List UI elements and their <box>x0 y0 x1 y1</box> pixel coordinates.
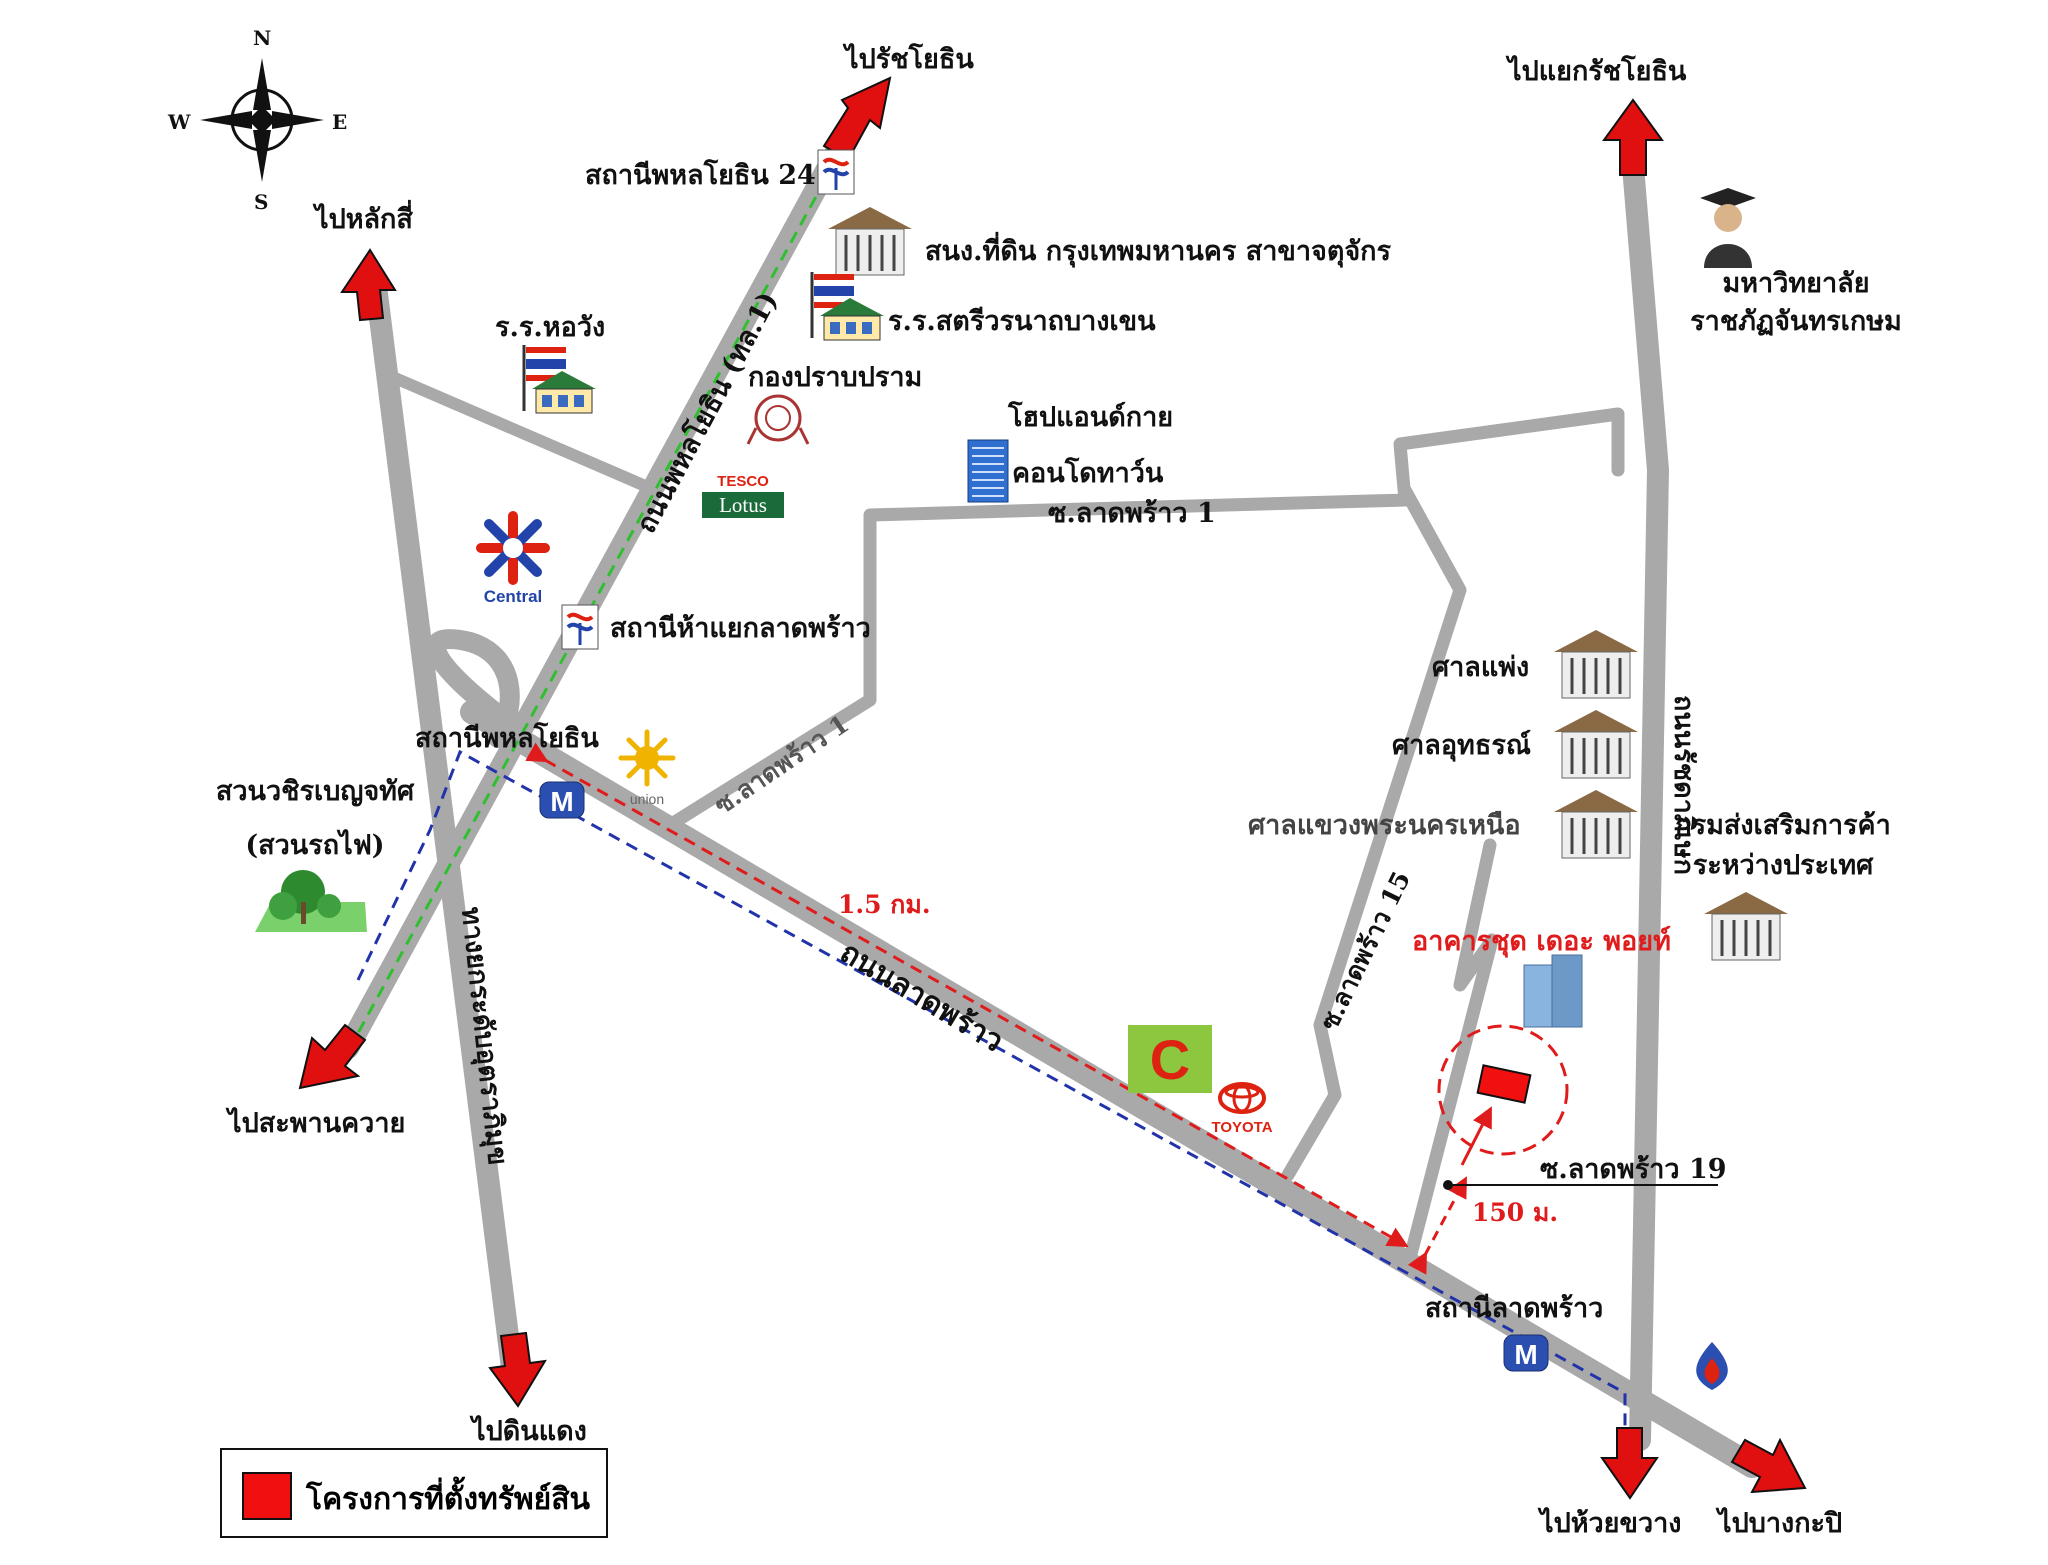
label-narcotics-division: กองปราบปราม <box>748 362 923 393</box>
legend: โครงการที่ตั้งทรัพย์สิน <box>220 1448 608 1538</box>
bts-route <box>350 161 837 1045</box>
direction-arrows <box>298 76 1807 1500</box>
legend-swatch <box>242 1472 292 1520</box>
bts-logo-icon <box>817 149 855 195</box>
label-condo-1: โฮปแอนด์กาย <box>1008 402 1174 433</box>
label-satriwit-school: ร.ร.สตรีวรนาถบางเขน <box>888 306 1156 337</box>
svg-text:M: M <box>1514 1339 1537 1370</box>
label-land-office: สนง.ที่ดิน กรุงเทพมหานคร สาขาจตุจักร <box>925 236 1392 267</box>
label-park-1: สวนวชิรเบญจทัศ <box>215 776 415 807</box>
ptt-logo <box>1696 1342 1728 1390</box>
label-condo-2: คอนโดทาว์น <box>1012 458 1164 489</box>
central-label: Central <box>484 587 543 606</box>
arrow-to-ratchayothin-junction <box>1602 98 1664 176</box>
label-trade-dept-2: ระหว่างประเทศ <box>1692 850 1874 881</box>
label-district-court: ศาลแขวงพระนครเหนือ <box>1248 810 1521 841</box>
label-station-phahon-24: สถานีพหลโยธิน 24 <box>585 160 816 191</box>
project-building-icon <box>1523 954 1583 1028</box>
road-label-soi-1-vertical: ซ.ลาดพร้าว 1 <box>709 709 854 820</box>
label-ho-wang-school: ร.ร.หอวัง <box>495 312 606 343</box>
arrow-to-ratchayothin <box>822 76 892 162</box>
government-building-icon <box>1704 892 1788 961</box>
tesco-label: TESCO <box>717 473 769 490</box>
arrow-to-huai-khwang <box>1600 1427 1659 1500</box>
label-to-din-daeng: ไปดินแดง <box>472 1416 587 1447</box>
distance-arrow-project <box>1460 1106 1492 1166</box>
lotus-label: Lotus <box>719 493 767 517</box>
central-logo: Central <box>476 511 550 606</box>
svg-text:C: C <box>1150 1028 1190 1091</box>
label-to-ratchayothin: ไปรัชโยธิน <box>845 44 974 75</box>
toyota-logo: TOYOTA <box>1211 1082 1273 1136</box>
arrow-to-lak-si <box>340 248 397 322</box>
arrow-to-bang-kapi <box>1730 1437 1807 1494</box>
label-to-lak-si: ไปหลักสี่ <box>315 204 413 235</box>
road-ratchadaphisek <box>1619 119 1669 1451</box>
courthouse-icon <box>1554 630 1638 699</box>
label-soi-1: ซ.ลาดพร้าว 1 <box>1048 498 1216 529</box>
government-building-icon <box>828 207 912 276</box>
label-to-saphan-khwai: ไปสะพานควาย <box>228 1108 406 1139</box>
condo-tower-icon <box>967 439 1009 503</box>
label-university-1: มหาวิทยาลัย <box>1722 268 1870 299</box>
label-park-2: (สวนรถไฟ) <box>245 830 385 861</box>
label-soi-19: ซ.ลาดพร้าว 19 <box>1540 1154 1727 1185</box>
label-civil-court: ศาลแพ่ง <box>1432 652 1530 683</box>
police-emblem-icon <box>746 394 810 445</box>
road-label-lat-phrao: ถนนลาดพร้าว <box>834 935 1009 1060</box>
big-c-logo: C <box>1128 1025 1212 1093</box>
project-marker <box>1476 1064 1532 1104</box>
toyota-label: TOYOTA <box>1211 1119 1272 1136</box>
compass-south: S <box>254 190 269 214</box>
union-logo: union <box>618 729 676 807</box>
label-to-huai-khwang: ไปห้วยขวาง <box>1540 1508 1682 1539</box>
label-university-2: ราชภัฏจันทรเกษม <box>1690 306 1902 337</box>
school-icon <box>810 272 884 341</box>
park-icon <box>255 870 367 932</box>
compass-north: N <box>253 26 272 50</box>
road-soi-19 <box>1403 838 1499 1265</box>
label-appeal-court: ศาลอุทธรณ์ <box>1392 730 1531 761</box>
union-label: union <box>630 791 664 807</box>
mrt-route <box>356 749 1627 1440</box>
label-to-ratchayothin-junction: ไปแยกรัชโยธิน <box>1508 56 1687 87</box>
distance-arrow-soi <box>1407 1176 1467 1275</box>
road-loop <box>426 629 520 748</box>
distance-arrow-main <box>525 742 1409 1248</box>
school-icon <box>522 345 596 414</box>
courthouse-icon <box>1554 710 1638 779</box>
mrt-logo-icon: M <box>539 781 585 819</box>
project-circle <box>1437 1024 1569 1156</box>
label-to-bang-kapi: ไปบางกะปิ <box>1718 1508 1843 1539</box>
label-trade-dept-1: กรมส่งเสริมการค้า <box>1675 810 1891 841</box>
arrow-to-din-daeng <box>488 1331 547 1408</box>
graduate-icon <box>1700 188 1756 268</box>
compass-west: W <box>168 110 191 134</box>
road-expressway <box>364 267 523 1379</box>
road-label-ratchadaphisek: ถนนรัชดาภิเษก <box>1668 695 1699 875</box>
label-station-phahon: สถานีพหลโยธิน <box>415 723 599 754</box>
label-distance-soi: 150 ม. <box>1472 1198 1559 1227</box>
label-distance-main: 1.5 กม. <box>838 890 931 919</box>
compass-east: E <box>332 110 348 134</box>
compass-rose <box>200 58 324 182</box>
label-project: อาคารชุด เดอะ พอยท์ <box>1412 926 1671 957</box>
svg-text:M: M <box>550 786 573 817</box>
road-phahonyothin <box>337 101 869 1059</box>
legend-label: โครงการที่ตั้งทรัพย์สิน <box>306 1482 591 1517</box>
tesco-lotus-logo: TESCO Lotus <box>702 470 784 518</box>
courthouse-icon <box>1554 790 1638 859</box>
road-ho-wang <box>389 372 656 494</box>
label-station-lat-phrao: สถานีลาดพร้าว <box>1425 1293 1604 1324</box>
bts-logo-icon <box>561 604 599 650</box>
arrow-to-saphan-khwai <box>298 1023 367 1090</box>
label-station-ha-yaek: สถานีห้าแยกลาดพร้าว <box>610 613 871 644</box>
mrt-logo-icon: M <box>1503 1334 1549 1372</box>
